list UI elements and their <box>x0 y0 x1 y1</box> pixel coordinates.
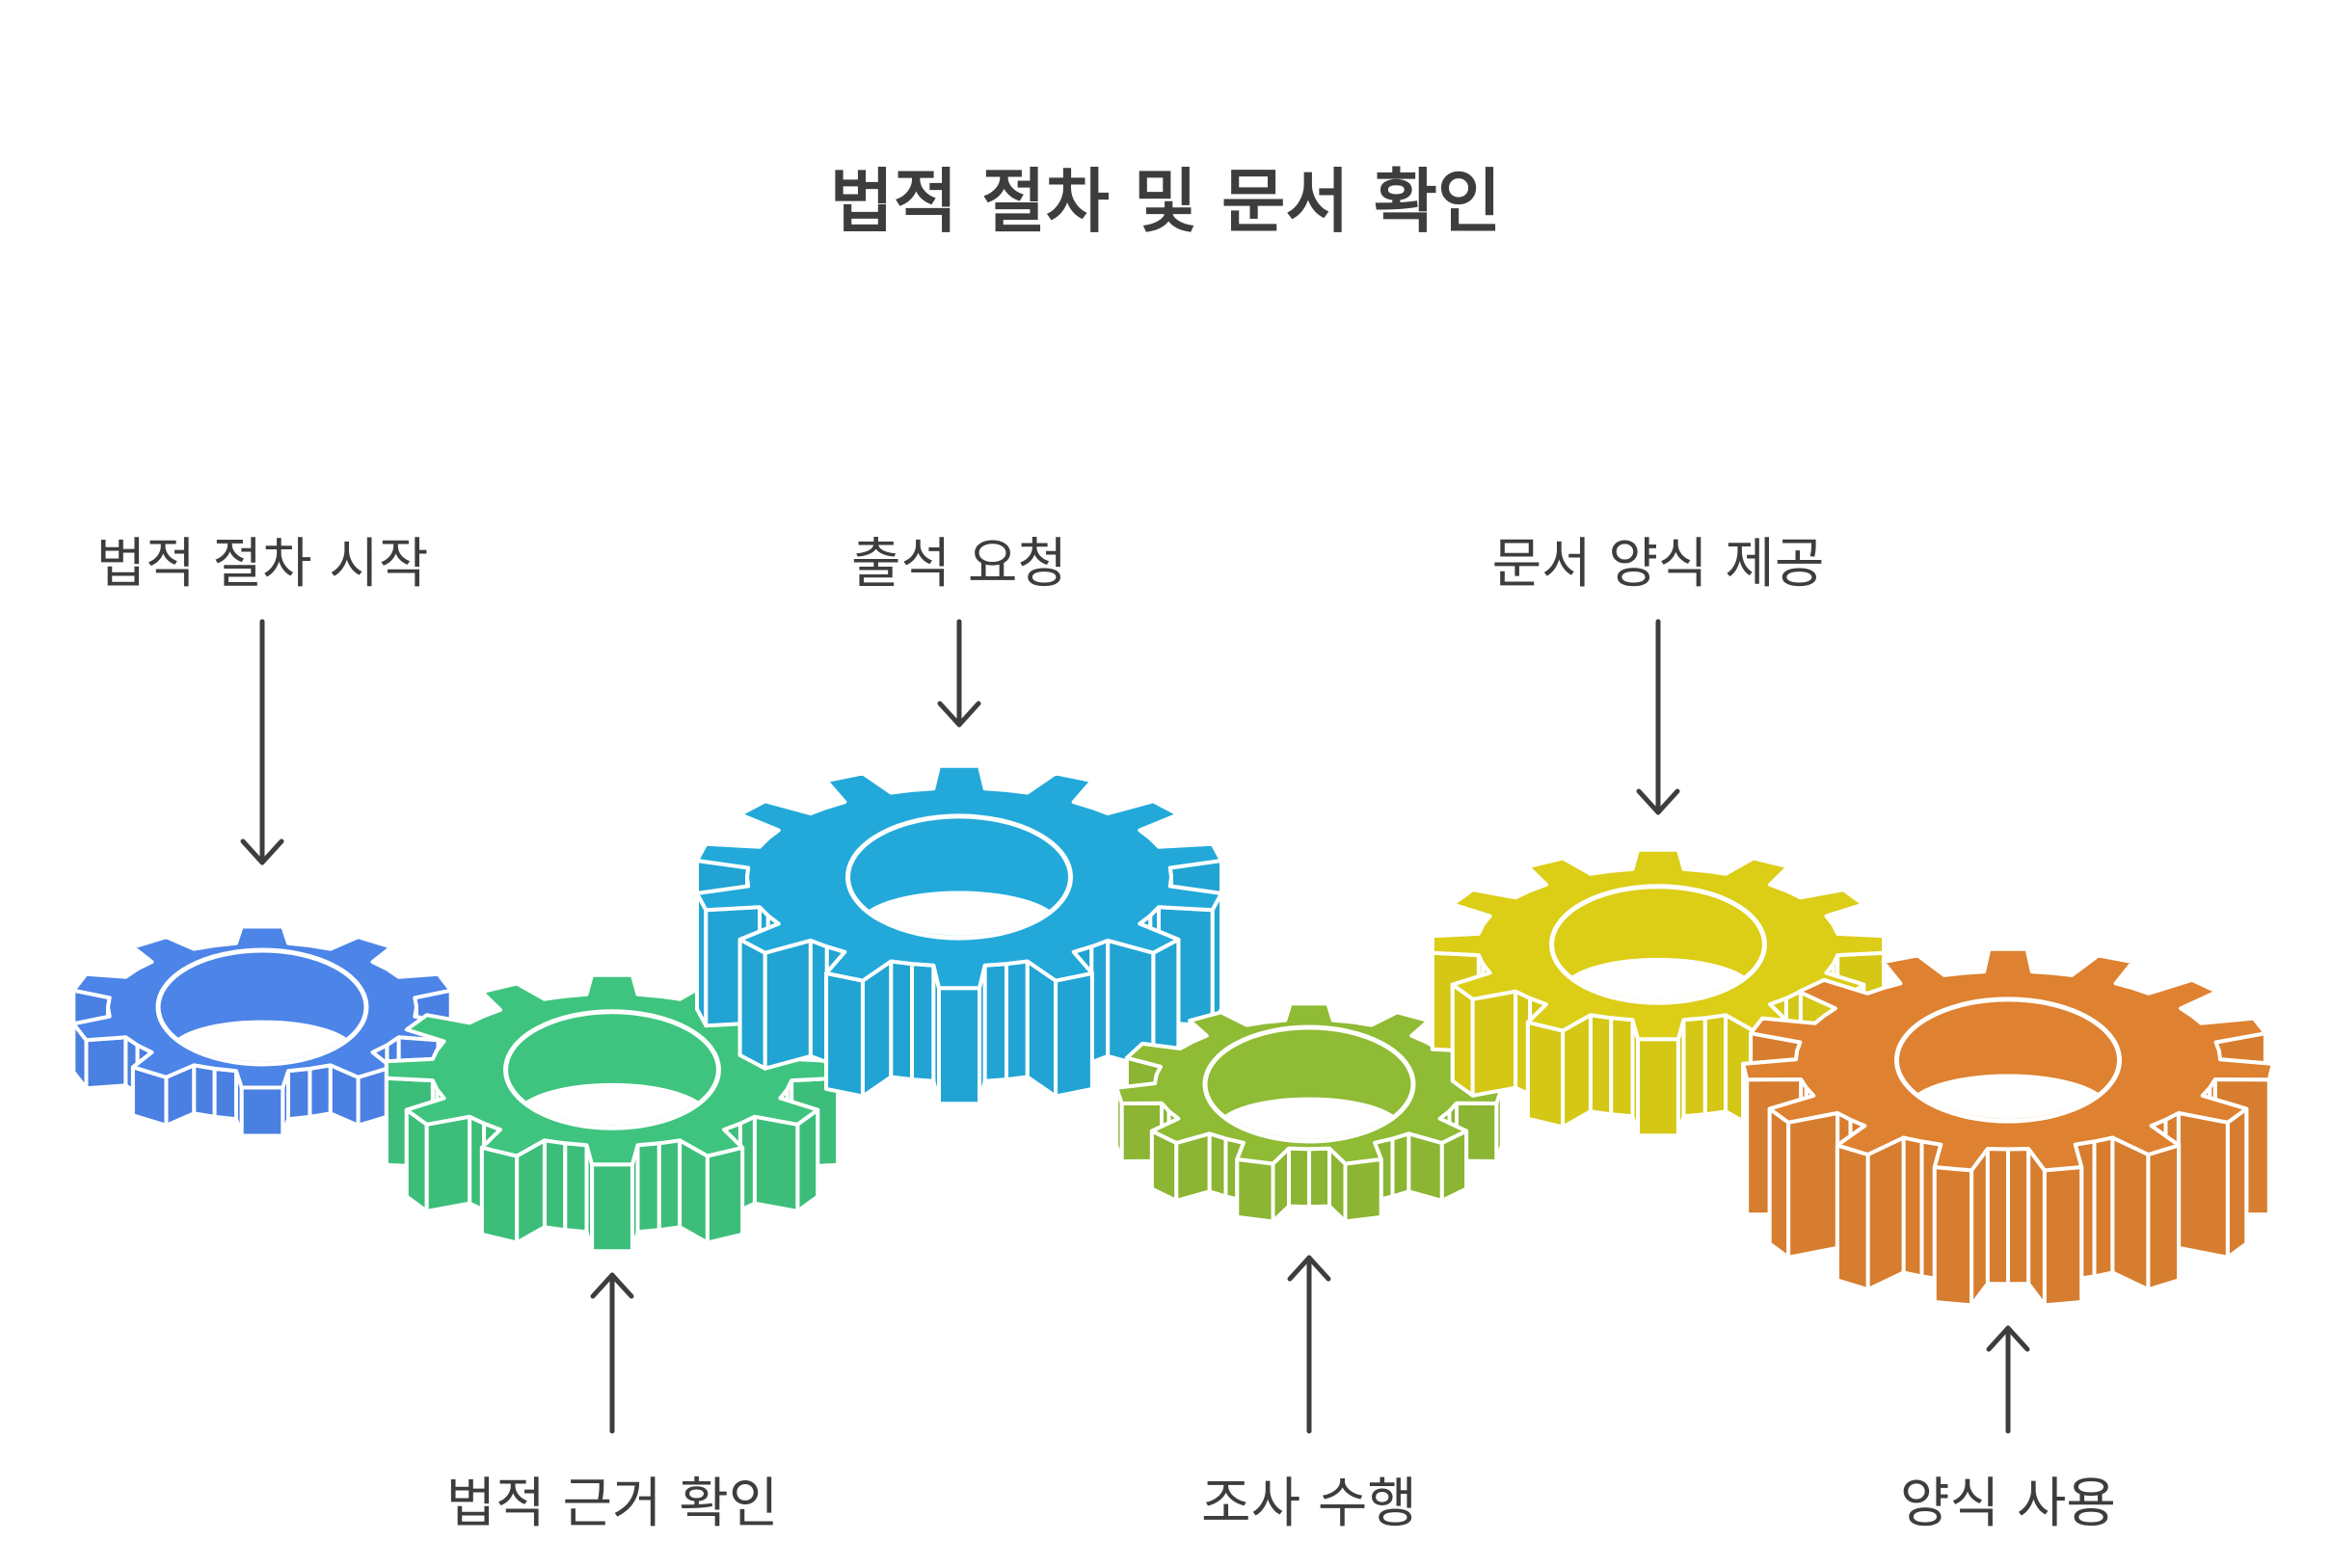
arrow-5 <box>1636 619 1680 815</box>
gear-6 <box>1741 946 2275 1308</box>
diagram-title: 법적 절차 및 문서 확인 <box>829 161 1502 242</box>
step-label-2: 법적 근거 확인 <box>445 1473 779 1535</box>
step-label-6: 양식 사용 <box>1900 1473 2116 1535</box>
arrow-2 <box>590 1272 634 1434</box>
gear-3 <box>695 763 1223 1106</box>
arrow-1 <box>240 619 284 865</box>
step-label-5: 문서 양식 제공 <box>1491 533 1825 596</box>
arrow-3 <box>937 619 981 728</box>
arrow-6 <box>1986 1325 2030 1434</box>
step-label-4: 조사 수행 <box>1201 1473 1417 1535</box>
gear-2 <box>384 972 841 1254</box>
gear-4 <box>1114 1001 1504 1224</box>
step-label-3: 출석 요청 <box>851 533 1067 596</box>
step-label-1: 법적 절차 시작 <box>95 533 429 596</box>
arrow-4 <box>1287 1255 1331 1434</box>
gear-1 <box>71 924 453 1138</box>
